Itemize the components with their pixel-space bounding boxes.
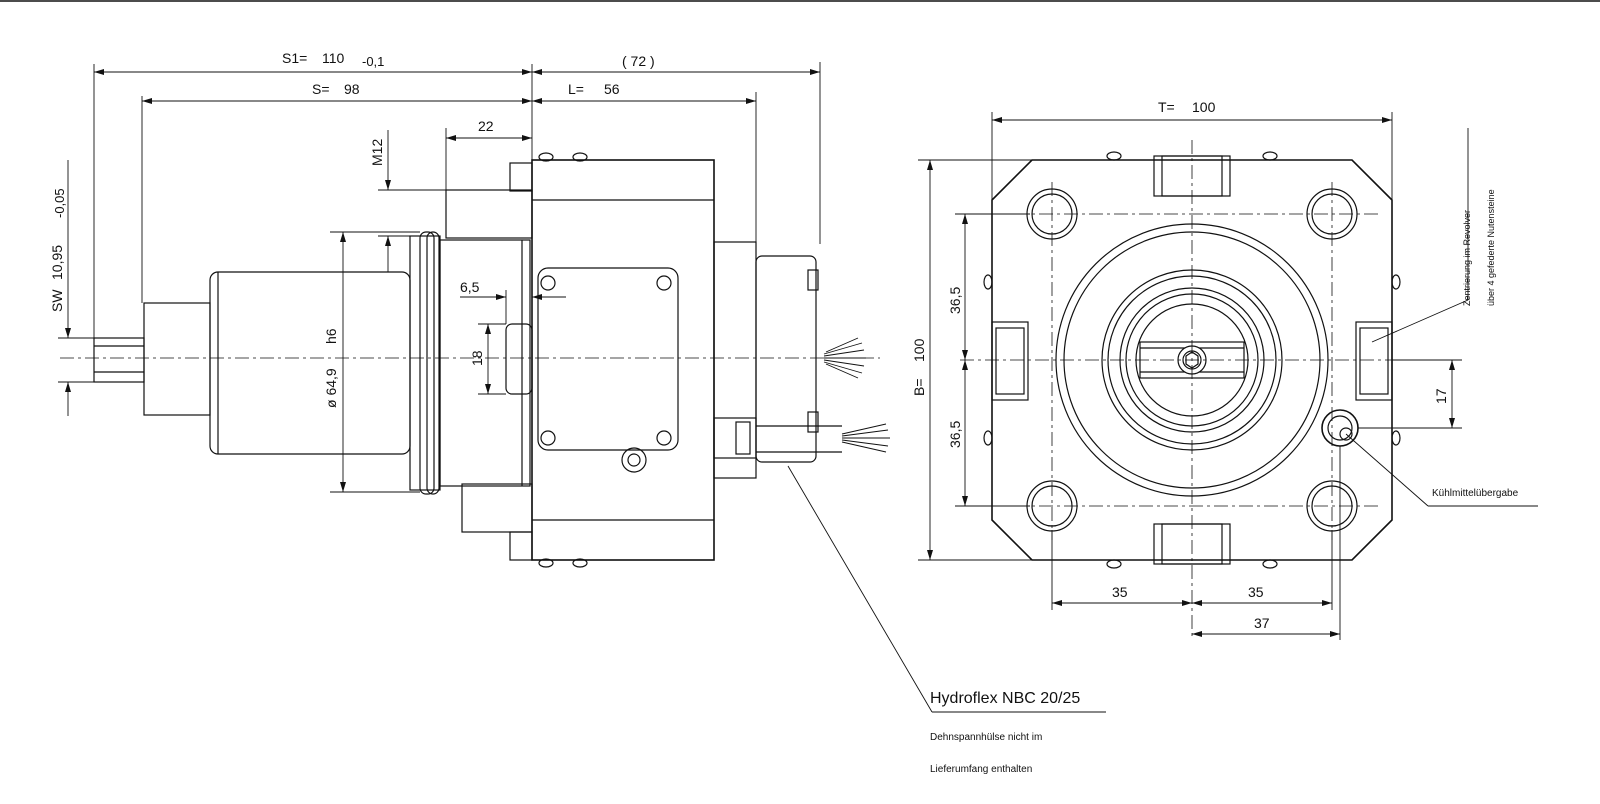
coolant-note: Kühlmittelübergabe	[1432, 488, 1519, 499]
dim-36-5-upper: 36,5	[947, 287, 963, 314]
t-value: 100	[1192, 99, 1216, 115]
dim-36-5-lower: 36,5	[947, 421, 963, 448]
coolant-leader	[1345, 433, 1429, 507]
sw-value: 10,95	[49, 245, 65, 280]
dim-22-value: 22	[478, 118, 494, 134]
shank-tolerance: h6	[323, 328, 339, 344]
main-shank	[209, 271, 411, 455]
centering-note-line2: über 4 gefederte Nutensteine	[1486, 189, 1496, 306]
s1-label: S1=	[282, 50, 307, 66]
t-label: T=	[1158, 99, 1175, 115]
dim-35-right: 35	[1248, 584, 1264, 600]
hydroflex-chuck	[755, 255, 817, 463]
housing-outline	[991, 159, 1393, 561]
dim-18-value: 18	[469, 350, 485, 366]
callout-line2: Lieferumfang enthalten	[930, 764, 1032, 775]
centering-note-line1: Zentrierung im Revolver	[1462, 210, 1472, 306]
dim-6-5-value: 6,5	[460, 279, 480, 295]
dim-17: 17	[1433, 388, 1449, 404]
key-left	[991, 321, 1029, 401]
coolant-spray-lower	[841, 423, 890, 453]
front-view	[918, 112, 1538, 640]
side-view	[58, 62, 1106, 713]
flange-plate	[439, 239, 531, 487]
callout-line1: Dehnspannhülse nicht im	[930, 732, 1042, 743]
s-label: S=	[312, 81, 330, 97]
callout-title: Hydroflex NBC 20/25	[930, 690, 1080, 707]
drive-shaft	[143, 302, 211, 416]
diameter-value: ø 64,9	[323, 368, 339, 408]
s1-value: 110	[322, 50, 345, 66]
s-value: 98	[344, 81, 360, 97]
sw-tolerance: -0,05	[52, 188, 67, 218]
key-right	[1355, 321, 1393, 401]
b-value: 100	[911, 338, 927, 362]
collar	[409, 235, 441, 491]
cover-plate	[537, 267, 679, 451]
sw-label: SW	[49, 289, 65, 312]
keyway-slot	[505, 323, 533, 395]
s1-tolerance: -0,1	[362, 54, 384, 69]
ref-length: ( 72 )	[622, 53, 655, 69]
m12-stud-top	[445, 189, 533, 239]
main-housing	[531, 159, 715, 561]
l-label: L=	[568, 81, 584, 97]
l-value: 56	[604, 81, 620, 97]
coolant-spray-upper	[823, 337, 866, 379]
dim-37: 37	[1254, 615, 1270, 631]
b-label: B=	[911, 378, 927, 396]
hex-shank	[93, 337, 145, 383]
thread-label: M12	[369, 139, 385, 166]
coolant-fitting	[621, 447, 647, 473]
callout-leader	[787, 465, 933, 713]
stud-bottom	[461, 483, 533, 533]
dim-35-left: 35	[1112, 584, 1128, 600]
centering-leader	[1371, 299, 1469, 343]
